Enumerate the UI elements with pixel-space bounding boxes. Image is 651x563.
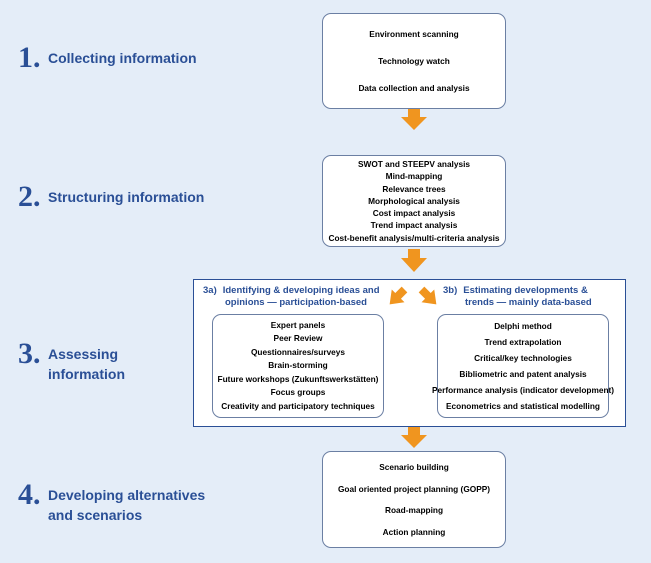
step-2-number: 2.: [18, 180, 41, 213]
subheading-3a-line2: opinions — participation-based: [225, 297, 367, 308]
method-item: Trend impact analysis: [370, 220, 458, 231]
collecting-methods-box: Environment scanning Technology watch Da…: [322, 13, 506, 109]
step-3-title-line2: information: [48, 366, 125, 382]
step-4-title-line2: and scenarios: [48, 507, 143, 523]
method-item: Focus groups: [270, 387, 326, 398]
down-arrow-icon: [401, 109, 427, 130]
method-item: Cost-benefit analysis/multi-criteria ana…: [328, 232, 500, 243]
method-item: Future workshops (Zukunftswerkstätten): [217, 373, 379, 384]
method-item: Trend extrapolation: [484, 337, 562, 347]
method-item: SWOT and STEEPV analysis: [357, 159, 471, 170]
method-item: Scenario building: [379, 461, 449, 472]
method-item: Technology watch: [378, 55, 450, 66]
method-item: Econometrics and statistical modelling: [446, 401, 600, 411]
method-item: Cost impact analysis: [372, 208, 456, 219]
step-4-title-line1: Developing alternatives: [48, 487, 206, 503]
method-item: Action planning: [382, 527, 446, 538]
method-item: Relevance trees: [382, 183, 446, 194]
step-3: 3. Assessing information: [18, 339, 125, 384]
step-1-number: 1.: [18, 41, 41, 74]
method-item: Creativity and participatory techniques: [221, 400, 375, 411]
step-2: 2. Structuring information: [18, 182, 204, 212]
diagonal-arrow-left-icon: [389, 286, 408, 305]
method-item: Brain-storming: [268, 360, 328, 371]
step-1-title: Collecting information: [48, 50, 197, 66]
subheading-3a-tag: 3a): [203, 285, 217, 296]
method-item: Data collection and analysis: [358, 83, 470, 94]
subheading-3b-tag: 3b): [443, 285, 458, 296]
step-3-title-line1: Assessing: [48, 346, 119, 362]
step-4-number: 4.: [18, 478, 41, 511]
method-item: Bibliometric and patent analysis: [459, 369, 587, 379]
step-3-number: 3.: [18, 337, 41, 370]
method-item: Morphological analysis: [368, 195, 460, 206]
method-item: Questionnaires/surveys: [250, 346, 346, 357]
subheading-3b: 3b) Estimating developments & trends — ma…: [443, 285, 592, 309]
data-based-methods-box: Delphi method Trend extrapolation Critic…: [432, 314, 614, 418]
method-item: Performance analysis (indicator developm…: [431, 385, 615, 395]
step-4: 4. Developing alternatives and scenarios: [18, 480, 205, 525]
method-item: Peer Review: [273, 333, 323, 344]
down-arrow-icon: [401, 249, 427, 272]
subheading-3b-line1: Estimating developments &: [463, 285, 588, 296]
subheading-3a-line1: Identifying & developing ideas and: [222, 285, 380, 296]
method-item: Delphi method: [494, 321, 552, 331]
subheading-3b-line2: trends — mainly data-based: [465, 297, 592, 308]
method-item: Environment scanning: [369, 28, 459, 39]
down-arrow-icon: [401, 427, 427, 448]
method-item: Goal oriented project planning (GOPP): [337, 483, 491, 494]
method-item: Road-mapping: [384, 505, 444, 516]
participation-methods-box: Expert panels Peer Review Questionnaires…: [212, 314, 384, 418]
method-item: Mind-mapping: [385, 171, 443, 182]
method-item: Critical/key technologies: [474, 353, 572, 363]
subheading-3a: 3a) Identifying & developing ideas and op…: [203, 285, 380, 309]
step-2-title: Structuring information: [48, 189, 205, 205]
method-item: Expert panels: [270, 320, 326, 331]
structuring-methods-box: SWOT and STEEPV analysis Mind-mapping Re…: [322, 155, 506, 247]
alternatives-methods-box: Scenario building Goal oriented project …: [322, 451, 506, 548]
diagonal-arrow-right-icon: [418, 286, 437, 305]
step-1: 1. Collecting information: [18, 43, 197, 73]
